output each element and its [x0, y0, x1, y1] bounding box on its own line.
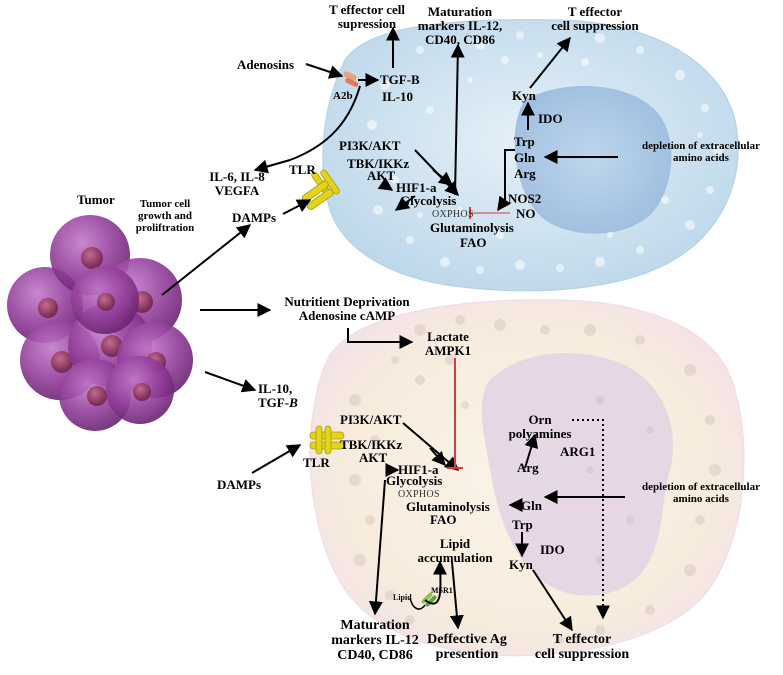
il6-il8-vegfa-label: IL-6, IL-8 VEGFA	[209, 169, 265, 198]
t-effector-suppression-left-label: T effector cell supression	[328, 2, 406, 31]
il10-tgfb-text: IL-10, TGF-	[258, 381, 293, 410]
nos2-label: NOS2	[508, 191, 542, 206]
depletion-top-label: depletion of extracellular amino acids	[642, 140, 760, 164]
arrows	[161, 26, 625, 632]
akt-top-label: AKT	[367, 168, 396, 183]
arrow-tbk-to-glycolysis-top	[432, 169, 454, 186]
oxphos-bottom-label: OXPHOS	[398, 489, 440, 500]
tlr-bottom-label: TLR	[303, 455, 330, 470]
arrow-damps-to-tlr-top	[282, 199, 312, 215]
depletion-bottom-label: depletion of extracellular amino acids	[642, 481, 760, 505]
no-label: NO	[516, 206, 536, 221]
arrow-tumor-to-il10	[204, 371, 257, 393]
fao-bottom-label: FAO	[430, 512, 457, 527]
trp-bottom-label: Trp	[512, 517, 533, 532]
arrow-lipid-to-msr1	[409, 597, 426, 610]
kyn-top-label: Kyn	[512, 88, 536, 103]
bottom-cell-nucleus	[481, 353, 673, 596]
arrow-kyn-to-tsupp-bottom	[532, 569, 573, 632]
tumor-cluster	[7, 215, 193, 431]
arrow-to-maturation-top	[450, 43, 465, 196]
arrow-to-maturation-bottom	[368, 479, 386, 616]
orn-polyamines-label: Orn polyamines	[508, 412, 572, 441]
tumor-label: Tumor	[77, 192, 115, 207]
pi3k-top-label: PI3K/AKT	[339, 138, 401, 153]
tbk-top-label: TBK/IKKz	[347, 156, 410, 171]
arrow-arg-to-orn	[524, 433, 539, 469]
arrow-pi3k-to-glycolysis-bottom	[402, 422, 460, 471]
ido-top-label: IDO	[538, 111, 563, 126]
fao-top-label: FAO	[460, 235, 487, 250]
hif-top-label: HIF1-a	[396, 180, 437, 195]
tbk-bottom-label: TBK/IKKz	[340, 437, 403, 452]
kyn-bottom-label: Kyn	[509, 557, 533, 572]
arrow-a2b-to-il6	[253, 85, 361, 174]
tlr-top-label: TLR	[289, 162, 316, 177]
arg1-label: ARG1	[560, 444, 596, 459]
il10-top-label: IL-10	[382, 89, 414, 104]
bottom-cell-granules	[349, 315, 721, 644]
arrow-damps-to-tlr-bottom	[251, 444, 302, 474]
arrow-hif-to-glycolysis-top	[394, 195, 416, 211]
defective-ag-presentation-label: Deffective Ag presention	[427, 632, 507, 662]
nutrient-deprivation-label: Nutritient Deprivation Adenosine cAMP	[284, 294, 410, 323]
il10-tgfb-beta: B	[289, 395, 298, 410]
a2b-receptor	[343, 71, 359, 87]
lactate-ampk1-label: Lactate AMPK1	[424, 329, 472, 358]
adenosins-label: Adenosins	[237, 57, 295, 72]
tgfb-top-label: TGF-B	[380, 72, 420, 87]
gln-bottom-label: Gln	[521, 498, 542, 513]
t-effector-suppression-bottom-label: T effector cell suppression	[534, 632, 630, 662]
arrow-nutrient-to-lactate	[347, 328, 414, 349]
damps-bottom-label: DAMPs	[217, 477, 262, 492]
tlr-receptor-top	[301, 169, 340, 210]
arrow-tbk-to-glycolysis-bottom	[429, 447, 446, 467]
akt-bottom-label: AKT	[359, 450, 388, 465]
glutaminolysis-top-label: Glutaminolysis	[430, 220, 514, 235]
maturation-markers-top-label: Maturation markers IL-12, CD40, CD86	[417, 4, 503, 47]
glycolysis-top-label: Glycolysis	[400, 193, 457, 208]
inhibition-marks	[447, 207, 510, 469]
arrow-tumor-to-damps-top	[161, 224, 252, 296]
pi3k-bottom-label: PI3K/AKT	[340, 412, 402, 427]
lipid-accumulation-label: Lipid accumulation	[417, 536, 493, 565]
msr1-label: MSR1	[431, 586, 453, 595]
top-cell-nucleus	[514, 86, 672, 234]
arrow-orn-to-tsupp-dotted	[572, 419, 610, 620]
arrow-msr1-to-lipid	[424, 560, 448, 605]
msr1-receptor	[421, 592, 437, 607]
glutaminolysis-bottom-label: Glutaminolysis	[406, 499, 490, 514]
tumor-cell	[106, 356, 174, 424]
arrow-arg-to-nos2	[497, 149, 515, 212]
top-immune-cell	[322, 19, 739, 292]
arrow-lipid-to-defective	[449, 561, 464, 630]
bottom-immune-cell	[309, 299, 745, 657]
damps-top-label: DAMPs	[232, 210, 277, 225]
arrow-akt-to-hif-top	[377, 177, 394, 191]
gln-top-label: Gln	[514, 150, 535, 165]
oxphos-top-label: OXPHOS	[432, 209, 474, 220]
tumor-cell	[71, 266, 139, 334]
tlr-receptor-bottom	[309, 425, 345, 455]
il10-tgfb-label: IL-10, TGF-B	[258, 382, 298, 410]
hif-bottom-label: HIF1-a	[398, 462, 439, 477]
top-cell-granules	[356, 31, 723, 274]
a2b-label: A2b	[333, 90, 353, 102]
maturation-markers-bottom-label: Maturation markers IL-12 CD40, CD86	[331, 618, 419, 663]
ido-bottom-label: IDO	[540, 542, 565, 557]
glycolysis-bottom-label: Glycolysis	[386, 473, 443, 488]
tumor-growth-label: Tumor cell growth and proliftration	[135, 198, 195, 234]
arg-top-label: Arg	[514, 166, 536, 181]
arg-bottom-label: Arg	[517, 460, 539, 475]
trp-top-label: Trp	[514, 134, 535, 149]
lipid-label: Lipid	[393, 593, 412, 602]
arrow-kyn-to-tsupp-top	[529, 36, 571, 89]
arrow-adenosins-to-a2b	[305, 63, 344, 79]
t-effector-suppression-right-label: T effector cell suppression	[551, 4, 639, 33]
